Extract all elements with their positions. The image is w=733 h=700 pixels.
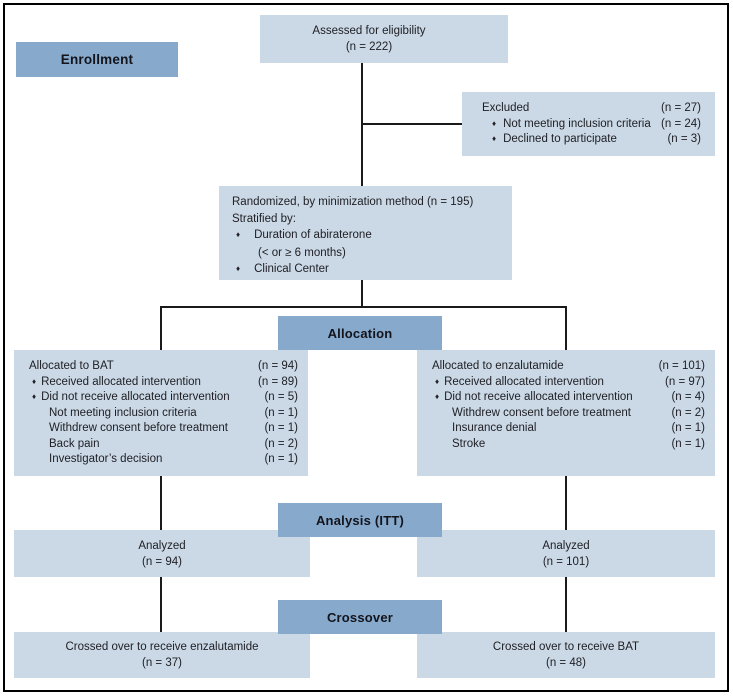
- row-text: Not meeting inclusion criteria: [49, 406, 197, 419]
- crossover-text: Crossed over to receive BAT: [492, 641, 640, 653]
- row-text: Withdrew consent before treatment: [49, 422, 228, 434]
- diamond-bullet-icon: ♦: [435, 392, 440, 401]
- diamond-bullet-icon: ♦: [236, 230, 241, 239]
- line-branch-to-alloc-left: [160, 306, 162, 350]
- enrollment-label: Enrollment: [16, 42, 178, 77]
- row-text: Excluded: [482, 102, 530, 114]
- diamond-bullet-icon: ♦: [32, 376, 37, 386]
- flow-row: Allocated to BAT (n = 94): [29, 359, 298, 375]
- flow-row: Randomized, by minimization method (n = …: [232, 194, 502, 211]
- row-text: Randomized, by minimization method (n = …: [232, 196, 474, 208]
- flow-row: Back pain (n = 2): [29, 437, 298, 453]
- row-text: ♦Declined to participate: [492, 133, 617, 145]
- row-count: (n = 94): [258, 360, 298, 372]
- assessed-for-eligibility-box: Assessed for eligibility (n = 222): [260, 15, 508, 63]
- diagram-frame: [3, 3, 729, 692]
- row-count: (n = 1): [671, 422, 705, 434]
- row-text: Allocated to enzalutamide: [432, 360, 564, 372]
- row-text: ♦Not meeting inclusion criteria: [492, 117, 651, 130]
- randomized-box: Randomized, by minimization method (n = …: [219, 186, 512, 280]
- row-count: (n = 27): [661, 102, 701, 114]
- excluded-box: Excluded (n = 27) ♦Not meeting inclusion c…: [462, 92, 715, 156]
- analysis-itt-label: Analysis (ITT): [278, 503, 442, 537]
- flow-row: Not meeting inclusion criteria (n = 1): [29, 406, 298, 422]
- analyzed-enzalutamide-box: Analyzed (n = 101): [417, 530, 715, 577]
- analyzed-text: Analyzed: [138, 539, 186, 552]
- flow-row: ♦Received allocated intervention (n = 89): [29, 375, 298, 391]
- row-count: (n = 5): [264, 391, 298, 403]
- row-count: (n = 1): [264, 422, 298, 434]
- row-text: Stratified by:: [232, 212, 296, 225]
- diamond-bullet-icon: ♦: [492, 134, 497, 143]
- analyzed-count: (n = 101): [542, 555, 590, 568]
- diamond-bullet-icon: ♦: [236, 264, 241, 273]
- flow-row: Withdrew consent before treatment (n = 2): [432, 406, 705, 422]
- flow-row: ♦Did not receive allocated intervention (…: [29, 390, 298, 406]
- row-text: Insurance denial: [452, 422, 537, 434]
- row-count: (n = 2): [264, 437, 298, 450]
- row-text: ♦Clinical Center: [236, 263, 329, 275]
- row-text: ♦Did not receive allocated intervention: [32, 391, 230, 403]
- flow-row: ♦Received allocated intervention (n = 97): [432, 375, 705, 391]
- row-count: (n = 4): [671, 391, 705, 403]
- flow-row: Withdrew consent before treatment (n = 1): [29, 421, 298, 437]
- line-analyzed-to-crossover-right: [565, 577, 567, 632]
- row-count: (n = 3): [667, 133, 701, 145]
- row-text: Withdrew consent before treatment: [452, 406, 631, 419]
- crossover-count: (n = 48): [546, 657, 586, 669]
- line-to-excluded: [362, 123, 462, 125]
- row-count: (n = 1): [264, 453, 298, 465]
- analyzed-text: Analyzed: [542, 539, 590, 552]
- flow-row: Insurance denial (n = 1): [432, 421, 705, 437]
- crossover-count: (n = 37): [142, 657, 182, 669]
- allocation-label: Allocation: [278, 316, 442, 350]
- flow-row: Excluded (n = 27): [482, 101, 701, 117]
- row-text: ♦Received allocated intervention: [32, 375, 201, 388]
- line-alloc-to-analyzed-left: [160, 476, 162, 530]
- allocated-bat-box: Allocated to BAT (n = 94) ♦Received alloca…: [14, 350, 308, 476]
- row-text: ♦Duration of abiraterone: [236, 229, 372, 241]
- row-text: ♦Received allocated intervention: [435, 375, 604, 388]
- flow-row: ♦Declined to participate (n = 3): [482, 132, 701, 148]
- row-count: (n = 89): [258, 375, 298, 388]
- flow-row: ♦Duration of abiraterone: [232, 227, 502, 245]
- flow-row: Investigator’s decision (n = 1): [29, 452, 298, 468]
- row-count: (n = 1): [264, 406, 298, 419]
- row-count: (n = 2): [671, 406, 705, 419]
- row-count: (n = 1): [671, 437, 705, 450]
- flow-row: Stratified by:: [232, 211, 502, 228]
- row-text: Back pain: [49, 437, 100, 450]
- assessed-text: Assessed for eligibility: [312, 25, 426, 37]
- diamond-bullet-icon: ♦: [435, 376, 440, 386]
- analyzed-bat-box: Analyzed (n = 94): [14, 530, 310, 577]
- crossover-to-enzalutamide-box: Crossed over to receive enzalutamide (n …: [14, 632, 310, 678]
- line-randomized-to-branch: [361, 280, 363, 307]
- flow-row: ♦Did not receive allocated intervention (…: [432, 390, 705, 406]
- line-alloc-to-analyzed-right: [565, 476, 567, 530]
- line-branch-to-alloc-right: [565, 306, 567, 350]
- assessed-count: (n = 222): [345, 41, 393, 53]
- flow-row: ♦Clinical Center: [232, 261, 502, 279]
- row-count: (n = 24): [661, 117, 701, 130]
- flow-row: ♦Not meeting inclusion criteria (n = 24): [482, 117, 701, 133]
- row-count: (n = 97): [665, 375, 705, 388]
- flow-row: (< or ≥ 6 months): [232, 245, 502, 262]
- analyzed-count: (n = 94): [142, 555, 182, 568]
- allocated-enzalutamide-box: Allocated to enzalutamide (n = 101) ♦Recei…: [417, 350, 715, 476]
- crossover-text: Crossed over to receive enzalutamide: [65, 641, 259, 653]
- row-text: ♦Did not receive allocated intervention: [435, 391, 633, 403]
- crossover-to-bat-box: Crossed over to receive BAT (n = 48): [417, 632, 715, 678]
- crossover-label: Crossover: [278, 600, 442, 634]
- row-text: Stroke: [452, 437, 486, 450]
- row-text: (< or ≥ 6 months): [258, 246, 346, 259]
- diamond-bullet-icon: ♦: [492, 118, 497, 128]
- branch-line-allocation: [160, 306, 567, 308]
- flow-row: Allocated to enzalutamide (n = 101): [432, 359, 705, 375]
- row-text: Allocated to BAT: [29, 360, 114, 372]
- flow-row: Stroke (n = 1): [432, 437, 705, 453]
- row-count: (n = 101): [658, 360, 705, 372]
- line-analyzed-to-crossover-left: [160, 577, 162, 632]
- diamond-bullet-icon: ♦: [32, 392, 37, 401]
- row-text: Investigator’s decision: [49, 453, 163, 465]
